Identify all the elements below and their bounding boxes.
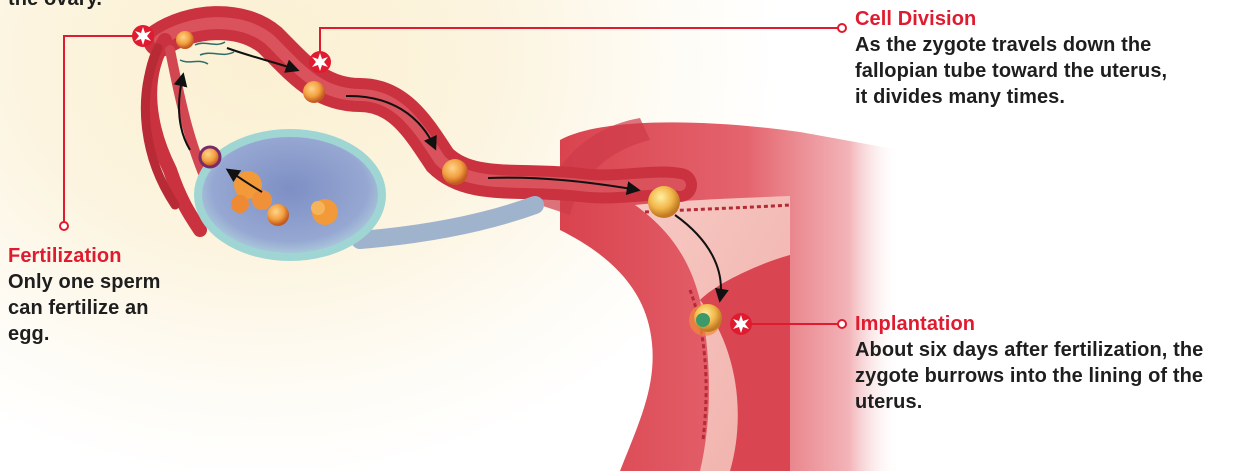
cell-division-callout-line (320, 28, 838, 60)
implantation-description: About six days after fertilization, the … (855, 337, 1225, 415)
zygote-multi-cell (442, 159, 468, 185)
fertilization-callout-line (64, 36, 143, 222)
ovary-caption: the ovary. (8, 0, 158, 12)
fertilization-label: Fertilization Only one sperm can fertili… (8, 243, 208, 347)
cell-division-title: Cell Division (855, 6, 1185, 32)
cell-division-callout-dot (838, 24, 846, 32)
egg-cell (176, 31, 194, 49)
cell-division-marker (309, 51, 331, 73)
cell-division-description: As the zygote travels down the fallopian… (855, 32, 1185, 110)
released-egg (200, 147, 220, 167)
morula (648, 186, 680, 218)
fertilization-title: Fertilization (8, 243, 208, 269)
ovary (198, 133, 382, 257)
zygote-2-cell (303, 81, 325, 103)
cell-division-label: Cell Division As the zygote travels down… (855, 6, 1185, 110)
fertilization-marker (132, 25, 154, 47)
fertilization-callout-dot (60, 222, 68, 230)
implantation-title: Implantation (855, 311, 1225, 337)
ovarian-ligament (360, 205, 535, 240)
implantation-marker (730, 313, 752, 335)
ovary-caption-text: the ovary. (8, 0, 158, 12)
implantation-callout-dot (838, 320, 846, 328)
fertilization-description: Only one sperm can fertilize an egg. (8, 269, 168, 347)
implantation-label: Implantation About six days after fertil… (855, 311, 1225, 415)
